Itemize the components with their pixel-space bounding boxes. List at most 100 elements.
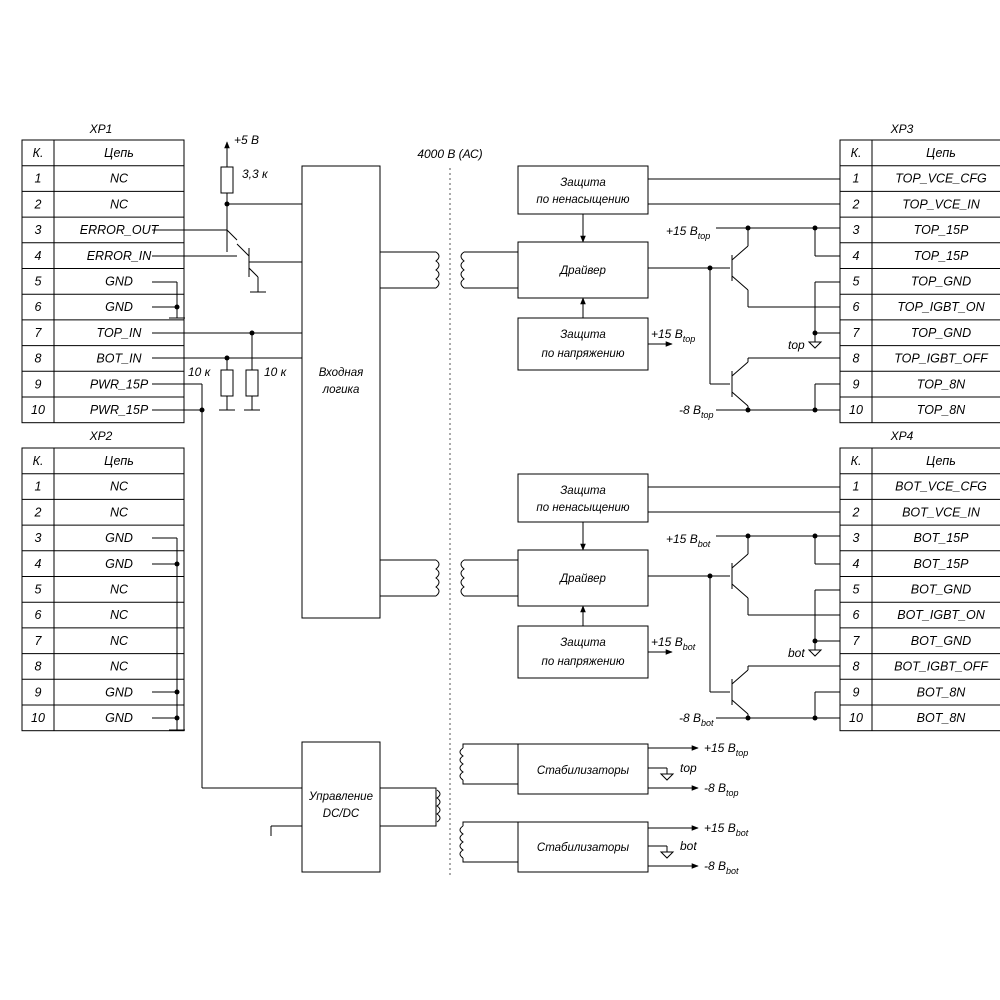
xp4-table-frame [839, 447, 1000, 732]
xp4-pin-number: 5 [853, 583, 860, 597]
error-transistor [152, 229, 302, 293]
xp4-net-name: BOT_VCE_IN [902, 505, 981, 519]
xp3-pin-number: 1 [853, 172, 860, 186]
xp3-net-name: TOP_15P [914, 249, 969, 263]
xp2-gnd-wiring [152, 537, 185, 731]
isolation-label: 4000 В (АС) [417, 147, 482, 161]
xp4-pin-number: 4 [853, 557, 860, 571]
xp2-pin-number: 3 [35, 531, 42, 545]
xp2-pin-number: 8 [35, 660, 42, 674]
xp2-pin-number: 7 [35, 634, 43, 648]
top-stab-p15: +15 Вtop [704, 741, 748, 758]
xp4-net-name: BOT_15P [914, 557, 970, 571]
xp1-net-name: NC [110, 172, 129, 186]
xp2-title: XP2 [89, 429, 113, 443]
xp2-net-name: NC [110, 480, 129, 494]
xp1-pin-number: 8 [35, 352, 42, 366]
xp4-net-name: BOT_IGBT_ON [897, 608, 985, 622]
resistor-r1 [220, 369, 234, 397]
xp4-net-name: BOT_8N [917, 685, 967, 699]
xp1-pin-number: 7 [35, 326, 43, 340]
xp1-pin-number: 10 [31, 403, 45, 417]
bot-desat-block: Защита по ненасыщению [517, 473, 649, 523]
xp3-net-name: TOP_IGBT_OFF [894, 352, 989, 366]
xp3-pin-number: 3 [853, 223, 860, 237]
xp4-pin-number: 8 [853, 660, 860, 674]
xp3-net-name: TOP_GND [911, 275, 971, 289]
bot-stab-label: Стабилизаторы [537, 842, 630, 854]
xp4-net-name: BOT_GND [911, 634, 971, 648]
bot-p15-label: +15 Вbot [666, 532, 711, 549]
top-n8-label: -8 Вtop [679, 403, 714, 420]
bot-uvp-label-2: по напряжению [542, 656, 625, 668]
xp1-gnd-wiring [152, 281, 185, 319]
xp1-table-frame [21, 139, 185, 424]
xp2-net-name: GND [105, 557, 133, 571]
xp4-net-name: BOT_VCE_CFG [895, 480, 987, 494]
xp1-header-pin: К. [33, 146, 44, 160]
top-stab-gnd: top [680, 761, 697, 775]
bot-driver-block: Драйвер [517, 549, 649, 607]
xp2-net-name: GND [105, 531, 133, 545]
xp3-net-name: TOP_15P [914, 223, 969, 237]
xp4-net-name: BOT_8N [917, 711, 967, 725]
xp3-pin-number: 6 [853, 300, 860, 314]
xp3-header-pin: К. [851, 146, 862, 160]
dcdc-gnd [270, 825, 302, 836]
top-gnd-label: top [788, 338, 805, 352]
xp1-net-name: GND [105, 275, 133, 289]
xp4-net-name: BOT_15P [914, 531, 970, 545]
xp3-net-name: TOP_VCE_CFG [895, 172, 987, 186]
xp3-net-name: TOP_GND [911, 326, 971, 340]
resistor-pullup [220, 166, 234, 194]
input-signal-wiring: 10 к 10 к [152, 330, 302, 411]
top-desat-label-2: по ненасыщению [536, 194, 629, 206]
top-driver-block: Драйвер [517, 241, 649, 299]
dcdc-label-1: Управление [308, 791, 373, 803]
xp4-title: XP4 [890, 429, 914, 443]
bot-n8-label: -8 Вbot [679, 711, 714, 728]
xp4-pin-number: 7 [853, 634, 861, 648]
xp3-net-name: TOP_8N [917, 377, 966, 391]
resistor-r2-label: 10 к [264, 365, 288, 379]
top-output-stage [648, 225, 840, 413]
top-uvp-supply-label: +15 Вtop [651, 327, 695, 344]
xp1-net-name: ERROR_OUT [80, 223, 160, 237]
xp2-header-net: Цепь [104, 454, 134, 468]
bot-signal-transformer [380, 559, 518, 597]
xp1-title: XP1 [89, 122, 113, 136]
top-uvp-label-1: Защита [560, 329, 605, 341]
xp1-pin-number: 2 [34, 197, 42, 211]
xp1-net-name: NC [110, 197, 129, 211]
xp1-pin-number: 4 [35, 249, 42, 263]
dcdc-label-2: DC/DC [323, 808, 360, 820]
xp2-net-name: NC [110, 505, 129, 519]
bot-stabilizer-block: Стабилизаторы [517, 821, 649, 873]
xp3-net-name: TOP_VCE_IN [902, 197, 981, 211]
xp1-net-name: PWR_15P [90, 377, 149, 391]
xp3-title: XP3 [890, 122, 914, 136]
xp2-net-name: NC [110, 583, 129, 597]
bot-uvp-block: Защита по напряжению [517, 625, 649, 679]
xp2-pin-number: 6 [35, 608, 42, 622]
bot-driver-label: Драйвер [558, 573, 606, 585]
top-uvp-label-2: по напряжению [542, 348, 625, 360]
top-stab-n8: -8 Вtop [704, 781, 739, 798]
xp1-pin-number: 1 [35, 172, 42, 186]
xp4-header-pin: К. [851, 454, 862, 468]
xp4-pin-number: 6 [853, 608, 860, 622]
resistor-pullup-label: 3,3 к [242, 167, 269, 181]
bot-stab-p15: +15 Вbot [704, 821, 749, 838]
vcc-label: +5 В [234, 133, 259, 147]
bot-uvp-label-1: Защита [560, 637, 605, 649]
xp2-pin-number: 4 [35, 557, 42, 571]
power-wiring [152, 383, 302, 789]
xp3-table-frame [839, 139, 1000, 424]
xp2-pin-number: 10 [31, 711, 45, 725]
xp3-pin-number: 2 [852, 197, 860, 211]
xp1-net-name: ERROR_IN [87, 249, 153, 263]
xp2-table-frame [21, 447, 185, 732]
power-transformer [380, 743, 518, 863]
